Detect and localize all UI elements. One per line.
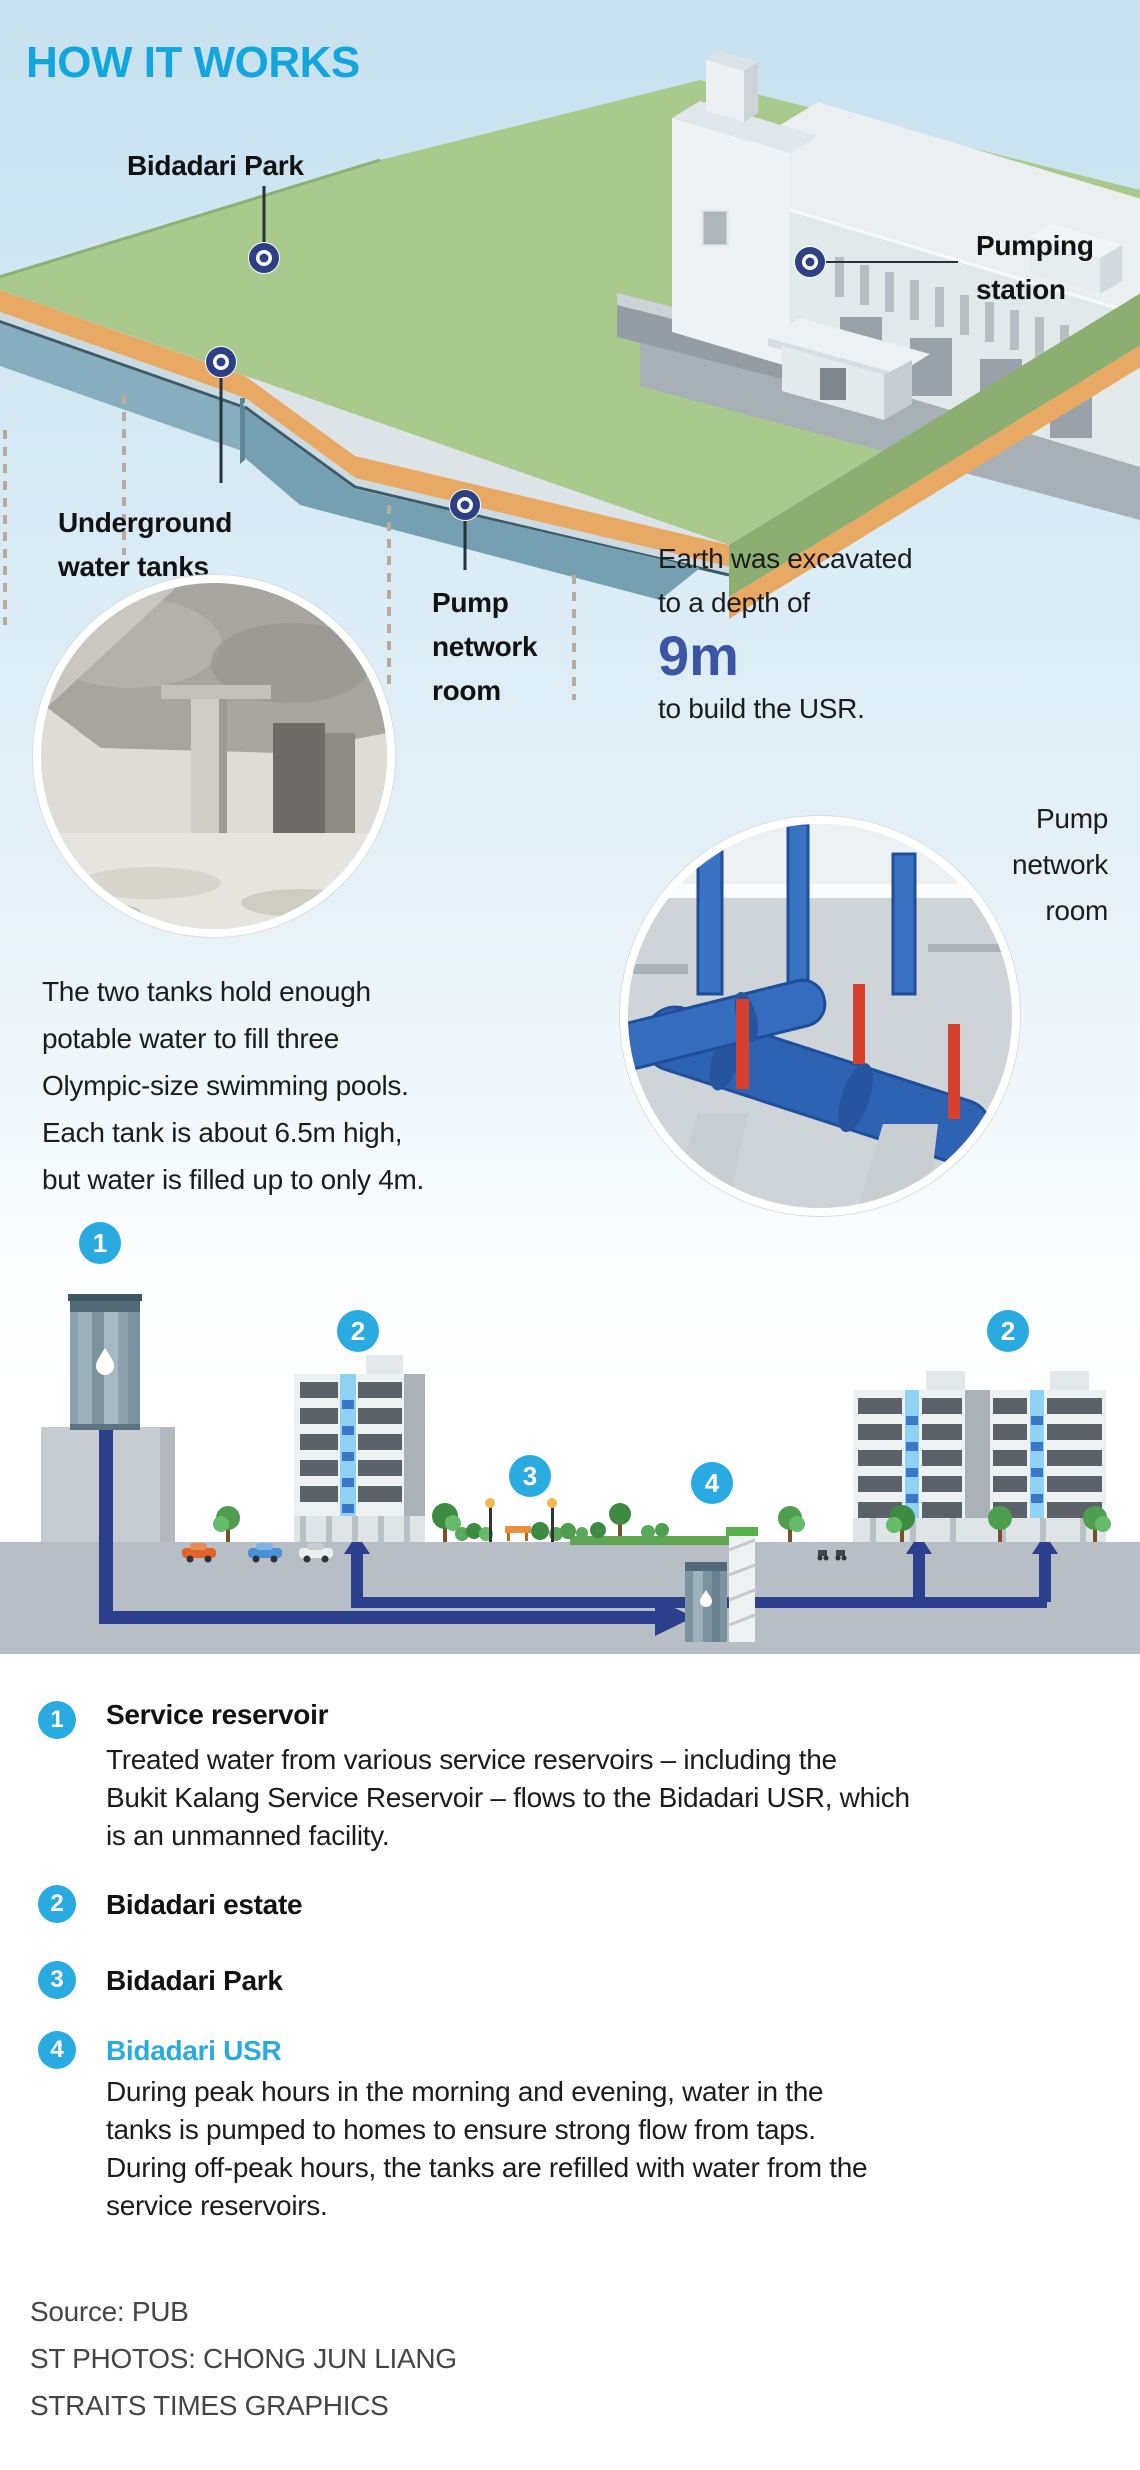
legend-badge-1: 1 (38, 1701, 76, 1739)
pipe-arrow-up-1 (344, 1534, 370, 1554)
park-marker-icon (248, 242, 280, 274)
estate-building-left (294, 1355, 425, 1542)
pumping-station-marker-icon (794, 246, 826, 278)
credit-photos: ST PHOTOS: CHONG JUN LIANG (30, 2343, 457, 2374)
legend-title-2: Bidadari estate (106, 1889, 303, 1920)
deep-tank-face (245, 409, 700, 600)
pipe-arrow-up-2 (906, 1534, 932, 1554)
water-flow-diagram (0, 1294, 1140, 1654)
street-scene (182, 1498, 1111, 1563)
pipe-arrow-right (655, 1599, 694, 1636)
diagram-badge-4: 4 (691, 1462, 733, 1504)
photo2-label: Pump network room (1012, 803, 1108, 926)
grass-strip (570, 1536, 729, 1545)
tanks-note: The two tanks hold enough potable water … (42, 976, 424, 1195)
pump-room-marker-icon (449, 489, 481, 521)
park-label: Bidadari Park (127, 150, 304, 181)
pipe-arrow-up-3 (1032, 1534, 1058, 1554)
dashed-guides (3, 395, 576, 700)
leader-lines (219, 186, 958, 570)
usr-drop-icon (700, 1590, 712, 1607)
pumping-station-label: Pumping station (976, 230, 1094, 305)
legend-badge-3: 3 (38, 1961, 76, 1999)
pump-network-room-photo (620, 816, 1020, 1216)
cars (182, 1543, 847, 1563)
lamp-posts (485, 1498, 557, 1542)
soil-band-left (0, 290, 245, 398)
bench (505, 1526, 531, 1533)
tank-marker-icon (205, 346, 237, 378)
pump-network-room-label: Pump network room (432, 587, 538, 706)
depth-value: 9m (658, 624, 739, 687)
water-drop-icon (96, 1348, 114, 1375)
legend-title-3: Bidadari Park (106, 1965, 283, 1996)
credit-graphics: STRAITS TIMES GRAPHICS (30, 2390, 389, 2421)
page-title: HOW IT WORKS (26, 38, 360, 87)
legend-body-4: During peak hours in the morning and eve… (106, 2076, 868, 2221)
park (455, 1498, 669, 1542)
legend-badge-2: 2 (38, 1885, 76, 1923)
kiosk (768, 318, 930, 420)
legend-title-4: Bidadari USR (106, 2035, 282, 2066)
diagram-badge-2-right: 2 (987, 1310, 1029, 1352)
legend-badge-4: 4 (38, 2031, 76, 2069)
usr-cutaway-illustration (0, 51, 1140, 700)
legend-body-1: Treated water from various service reser… (106, 1744, 910, 1851)
diagram-badge-2-left: 2 (337, 1310, 379, 1352)
shaft-cap (726, 1527, 758, 1536)
location-markers (205, 242, 826, 521)
bidadari-usr-tank (570, 1527, 758, 1642)
diagram-badge-1: 1 (79, 1222, 121, 1264)
legend-title-1: Service reservoir (106, 1699, 329, 1730)
trees (213, 1503, 1111, 1542)
underground-tanks-photo (33, 575, 395, 937)
green-slope (729, 293, 1140, 597)
credit-source: Source: PUB (30, 2296, 189, 2327)
credits: Source: PUB ST PHOTOS: CHONG JUN LIANG S… (30, 2288, 457, 2429)
tank-wall-face (0, 323, 245, 452)
diagram-badge-3: 3 (509, 1455, 551, 1497)
service-reservoir-tank (68, 1294, 142, 1430)
soil-band-right (729, 345, 1140, 619)
excavation-note: Earth was excavated to a depth of 9m to … (658, 543, 913, 724)
